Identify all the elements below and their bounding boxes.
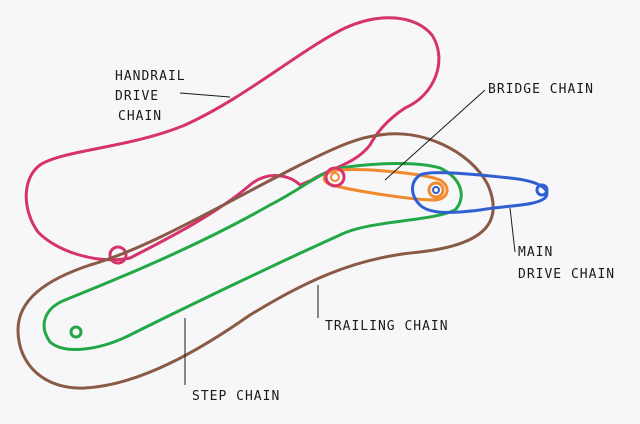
bridge-chain-label: BRIDGE CHAIN xyxy=(488,82,594,97)
step-chain-sprocket xyxy=(69,325,83,339)
handrail-drive-chain xyxy=(24,16,441,262)
handrail-label-line2: DRIVE xyxy=(115,89,159,104)
main-drive-motor-sprocket xyxy=(535,183,549,197)
main-drive-label-line2: DRIVE CHAIN xyxy=(518,267,615,282)
drive-shaft-hub xyxy=(432,186,440,194)
upper-left-sprocket xyxy=(324,166,346,188)
trailing-chain-label: TRAILING CHAIN xyxy=(325,319,449,334)
step-chain-label: STEP CHAIN xyxy=(192,389,280,404)
handrail-label-line3: CHAIN xyxy=(118,109,162,124)
handrail-leader xyxy=(179,92,231,98)
drive-shaft-sprocket xyxy=(427,181,445,199)
main-drive-chain xyxy=(411,171,549,214)
handrail-label-line1: HANDRAIL xyxy=(115,69,186,84)
trailing-chain xyxy=(16,132,495,390)
main-drive-leader xyxy=(509,207,516,253)
bridge-leader xyxy=(384,89,486,181)
main-drive-label-line1: MAIN xyxy=(518,245,553,260)
upper-left-sprocket-hub xyxy=(330,172,340,182)
handrail-pulley xyxy=(108,245,128,265)
step-chain xyxy=(42,162,463,351)
